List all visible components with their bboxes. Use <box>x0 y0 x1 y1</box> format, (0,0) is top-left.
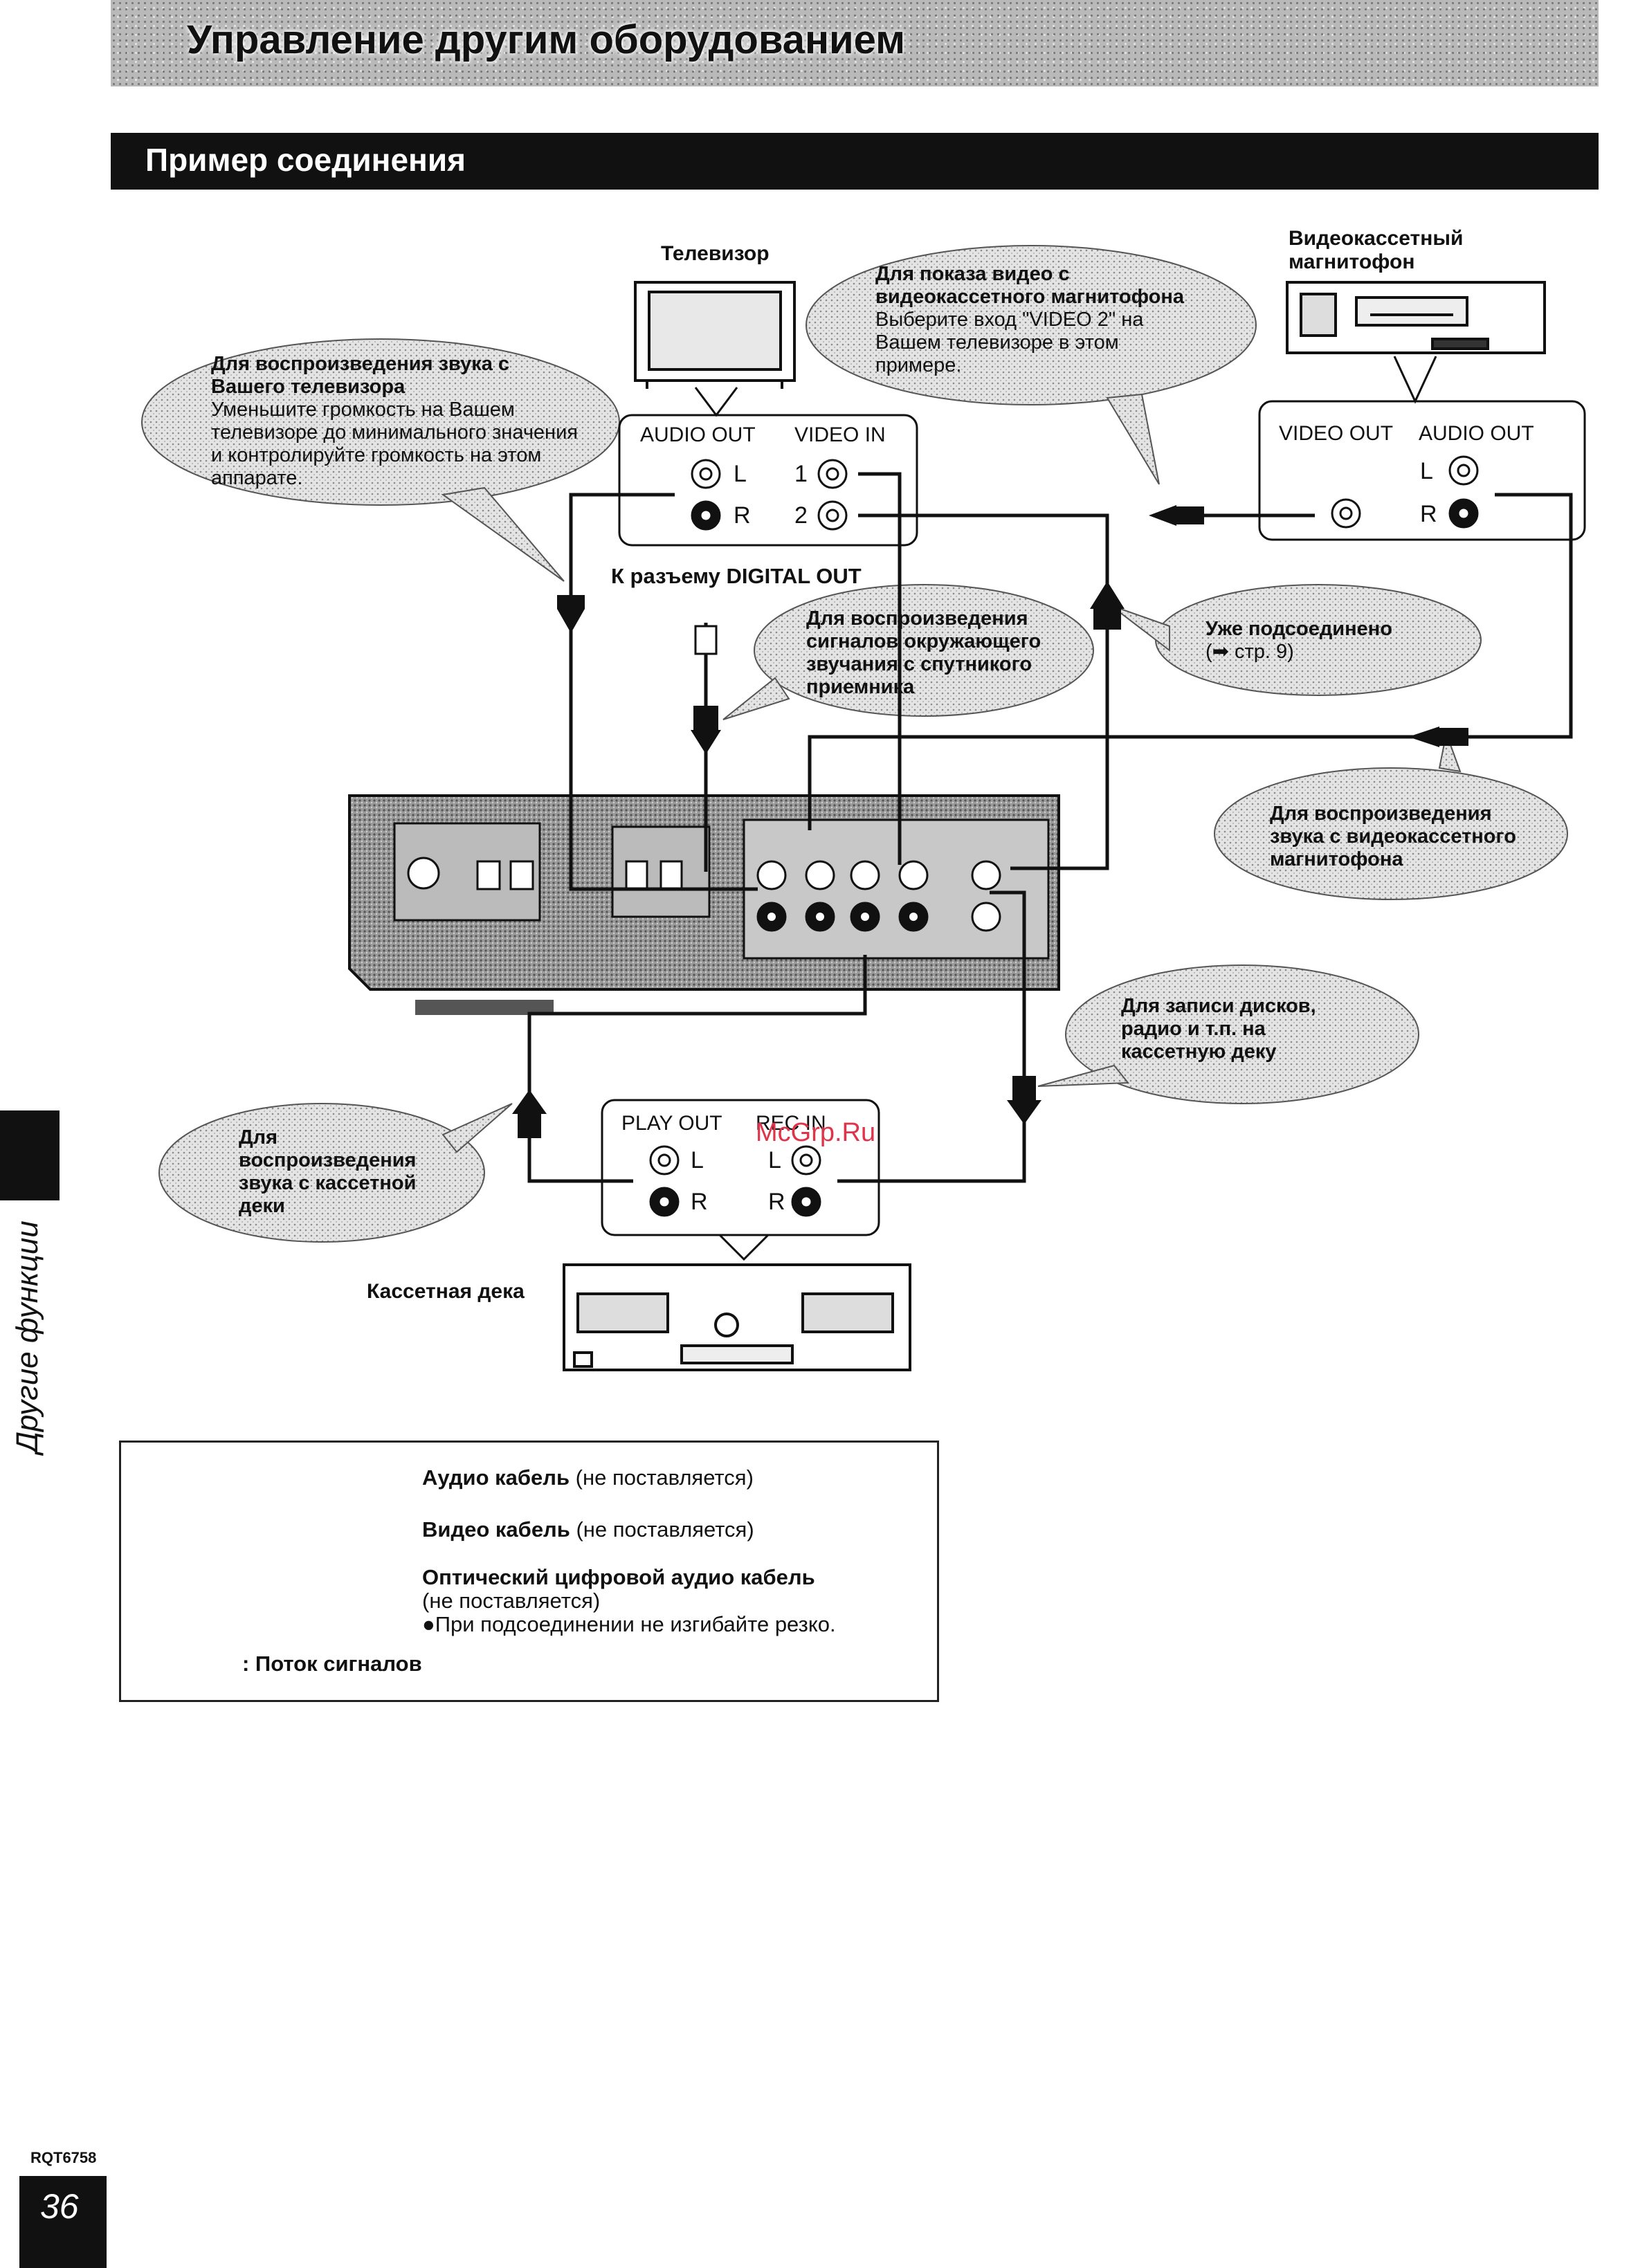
legend-optical: Оптический цифровой аудио кабель <box>422 1565 815 1589</box>
tv-label: Телевизор <box>661 242 770 265</box>
signal-flow-arrows <box>512 505 1468 1138</box>
cassette-label: Кассетная дека <box>367 1280 525 1303</box>
bubble-recording <box>1037 964 1419 1104</box>
deck-l-out-label: L <box>691 1147 704 1173</box>
connection-diagram <box>141 245 1586 1371</box>
vcr-icon <box>1286 281 1546 354</box>
vcr-audio-out-label: AUDIO OUT <box>1419 422 1534 445</box>
watermark: McGrp.Ru <box>756 1118 876 1147</box>
cassette-deck-icon <box>563 1263 911 1371</box>
section-bar <box>111 133 1599 190</box>
tv-icon <box>634 281 796 389</box>
page-title: Управление другим оборудованием <box>187 17 906 62</box>
vcr-l-label: L <box>1420 458 1433 484</box>
vcr-r-label: R <box>1420 501 1437 527</box>
deck-play-out-label: PLAY OUT <box>621 1112 722 1135</box>
bubble-satellite-text: Для воспроизведения сигналов окружающего… <box>806 607 1041 698</box>
bubble-vcr-video-text: Для показа видео с видеокассетного магни… <box>875 263 1184 376</box>
tv-in1-label: 1 <box>794 461 808 487</box>
deck-rec-in-label: REC IN <box>756 1112 826 1135</box>
main-unit-panel <box>348 794 1060 1015</box>
legend-flow: : Поток сигналов <box>242 1652 422 1676</box>
digital-out-label: К разъему DIGITAL OUT <box>611 564 862 588</box>
page-number-box <box>19 2176 107 2268</box>
tv-video-in-label: VIDEO IN <box>794 423 886 446</box>
section-title: Пример соединения <box>145 142 466 178</box>
vcr-label-line1: Видеокассетный <box>1289 227 1464 250</box>
bubble-connected <box>1110 584 1482 696</box>
bubble-recording-text: Для записи дисков, радио и т.п. на кассе… <box>1121 995 1316 1063</box>
legend-video: Видео кабель (не поставляется) <box>422 1517 754 1542</box>
tv-l-label: L <box>734 461 747 487</box>
legend-box <box>119 1441 939 1702</box>
bubble-tv-sound-text: Для воспроизведения звука с Вашего телев… <box>211 353 578 489</box>
cable-lines <box>527 472 1573 1183</box>
side-label: Другие функции <box>10 1220 44 1453</box>
deck-r-out-label: R <box>691 1189 708 1215</box>
legend-optical-warning: ●При подсоединении не изгибайте резко. <box>422 1612 836 1636</box>
legend-audio: Аудио кабель (не поставляется) <box>422 1465 754 1490</box>
bubble-satellite <box>722 584 1094 720</box>
bubble-deck-play-text: Для воспроизведения звука с кассетной де… <box>239 1126 417 1217</box>
vcr-label-line2: магнитофон <box>1289 250 1415 273</box>
bubble-deck-play <box>158 1103 513 1243</box>
header-banner <box>111 0 1599 86</box>
tv-in2-label: 2 <box>794 502 808 529</box>
deck-l-in-label: L <box>768 1147 781 1173</box>
vcr-video-out-label: VIDEO OUT <box>1279 422 1394 445</box>
bubble-connected-text: Уже подсоединено (➡ стр. 9) <box>1205 618 1392 663</box>
bubble-vcr-sound-text: Для воспроизведения звука с видеокассетн… <box>1270 803 1516 870</box>
bubble-tv-sound <box>141 338 620 582</box>
bubble-vcr-video <box>806 245 1257 485</box>
side-tab <box>0 1110 60 1200</box>
page-number: 36 <box>40 2187 79 2226</box>
doc-code: RQT6758 <box>30 2149 97 2166</box>
deck-r-in-label: R <box>768 1189 785 1215</box>
tv-r-label: R <box>734 502 751 529</box>
legend-optical-note: (не поставляется) <box>422 1589 601 1613</box>
tv-audio-out-label: AUDIO OUT <box>640 423 756 446</box>
